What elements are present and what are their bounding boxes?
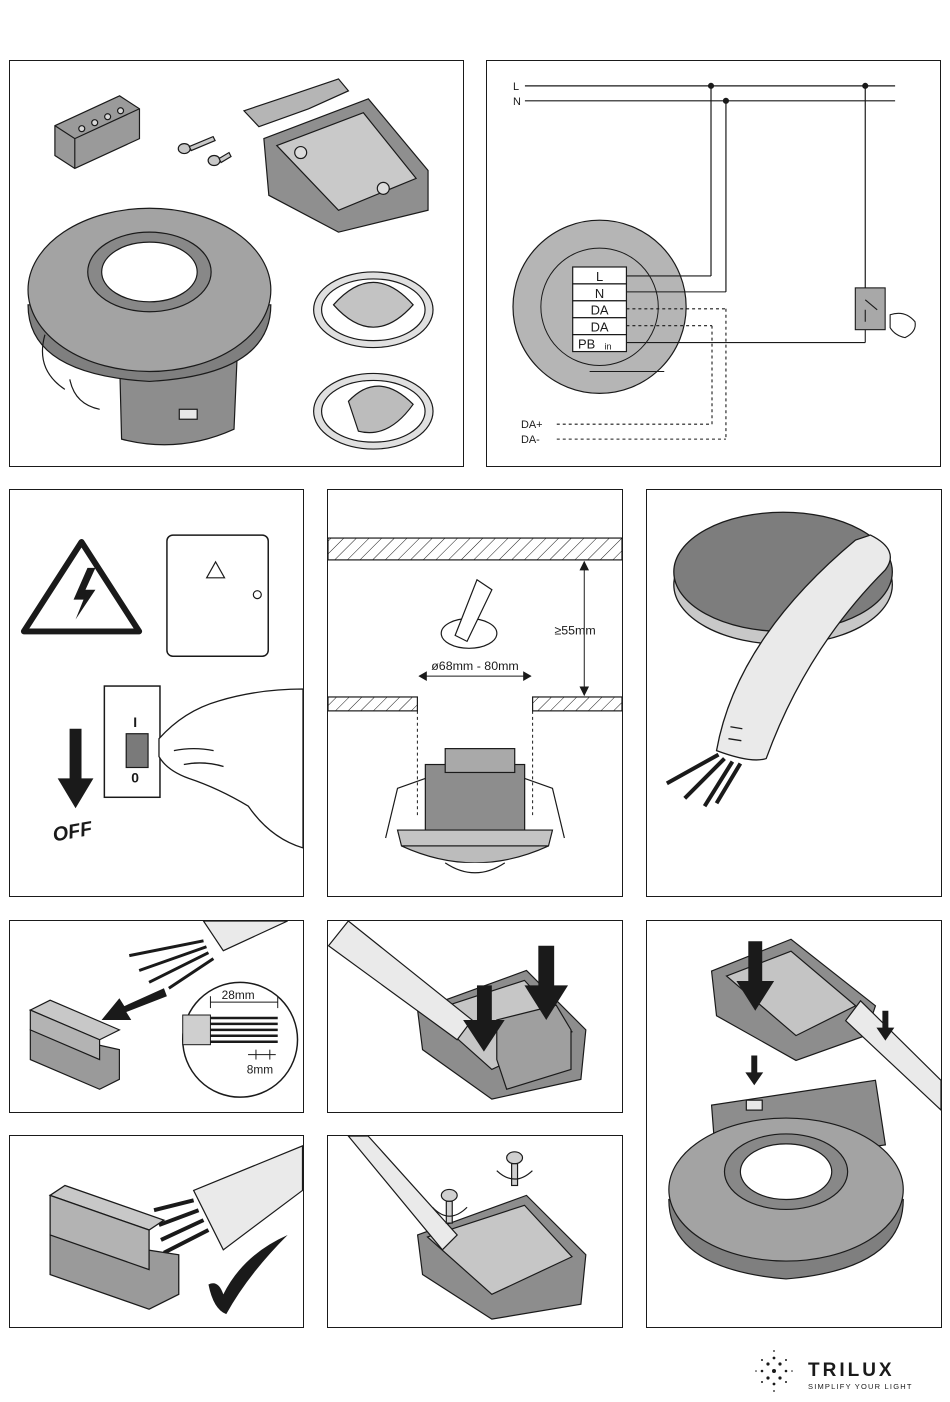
switch-off-symbol: 0	[131, 769, 139, 785]
line-n-label: N	[513, 96, 521, 108]
power-off-illustration: I 0 OFF	[10, 490, 303, 896]
wiring-diagram: L N L N DA DA PB in	[487, 61, 940, 466]
detector-side-view-icon	[386, 749, 565, 873]
switch-on-symbol: I	[133, 714, 137, 730]
depth-label: ≥55mm	[554, 623, 595, 637]
dali-plus-label: DA+	[521, 419, 543, 431]
mounting-frame-icon	[244, 79, 428, 232]
panel-fix-screws	[327, 1135, 623, 1328]
hand-icon	[159, 689, 303, 848]
panel-power-off: I 0 OFF	[9, 489, 304, 897]
panel-correct-connection	[9, 1135, 304, 1328]
hole-saw-icon	[441, 580, 497, 649]
cable-into-frame-illustration	[328, 921, 622, 1112]
terminal-l: L	[596, 269, 603, 284]
strip-wires-illustration: 28mm 8mm	[10, 921, 303, 1112]
panel-strip-wires: 28mm 8mm	[9, 920, 304, 1113]
panel-parts-overview	[9, 60, 464, 467]
line-l-label: L	[513, 81, 519, 93]
panel-ceiling-cutout: ø68mm - 80mm ≥55mm	[327, 489, 623, 897]
down-arrow-icon	[58, 729, 94, 808]
trilux-logo: TRILUX SIMPLIFY YOUR LIGHT	[752, 1346, 948, 1396]
screw-icon	[178, 137, 231, 166]
panel-mount-detector	[646, 920, 942, 1328]
ceiling-cutout-diagram: ø68mm - 80mm ≥55mm	[328, 490, 622, 896]
fuse-box-icon	[167, 535, 268, 656]
detector-body-icon	[28, 208, 271, 444]
core-length-label: 8mm	[247, 1062, 273, 1076]
terminal-block-icon	[30, 1000, 119, 1089]
brand-slogan: SIMPLIFY YOUR LIGHT	[808, 1382, 913, 1391]
cable-illustration	[647, 490, 941, 896]
cable-end-icon	[154, 1146, 302, 1253]
cable-end-icon	[129, 921, 287, 988]
terminal-da-2: DA	[591, 320, 609, 335]
lens-ring-icon	[314, 272, 433, 449]
terminal-pb-sub: in	[605, 342, 612, 352]
parts-illustration	[10, 61, 463, 466]
panel-cable-into-frame	[327, 920, 623, 1113]
fix-screws-illustration	[328, 1136, 622, 1327]
cable-icon	[348, 1136, 457, 1250]
brand-name: TRILUX	[808, 1360, 895, 1381]
cable-icon	[329, 921, 472, 1040]
insert-arrow-icon	[102, 988, 167, 1020]
dali-minus-label: DA-	[521, 434, 540, 446]
checkmark-icon	[208, 1235, 287, 1314]
correct-connection-illustration	[10, 1136, 303, 1327]
terminal-block-icon	[55, 96, 140, 169]
terminal-block-icon	[50, 1185, 179, 1309]
push-button-icon	[855, 288, 915, 338]
detector-body-icon	[669, 1080, 903, 1279]
panel-cable	[646, 489, 942, 897]
panel-wiring-diagram: L N L N DA DA PB in	[486, 60, 941, 467]
terminal-pb: PB	[578, 337, 595, 352]
sheath-length-label: 28mm	[222, 988, 255, 1002]
mount-detector-illustration	[647, 921, 941, 1327]
hole-diameter-label: ø68mm - 80mm	[431, 659, 519, 673]
high-voltage-warning-icon	[24, 542, 139, 631]
off-label: OFF	[51, 818, 95, 847]
mounting-frame-icon	[712, 939, 876, 1060]
mounting-frame-icon	[418, 1195, 586, 1319]
terminal-da-1: DA	[591, 303, 609, 318]
dot-sphere-icon	[755, 1350, 793, 1392]
stripped-wires-icon	[667, 755, 741, 807]
terminal-n: N	[595, 286, 604, 301]
